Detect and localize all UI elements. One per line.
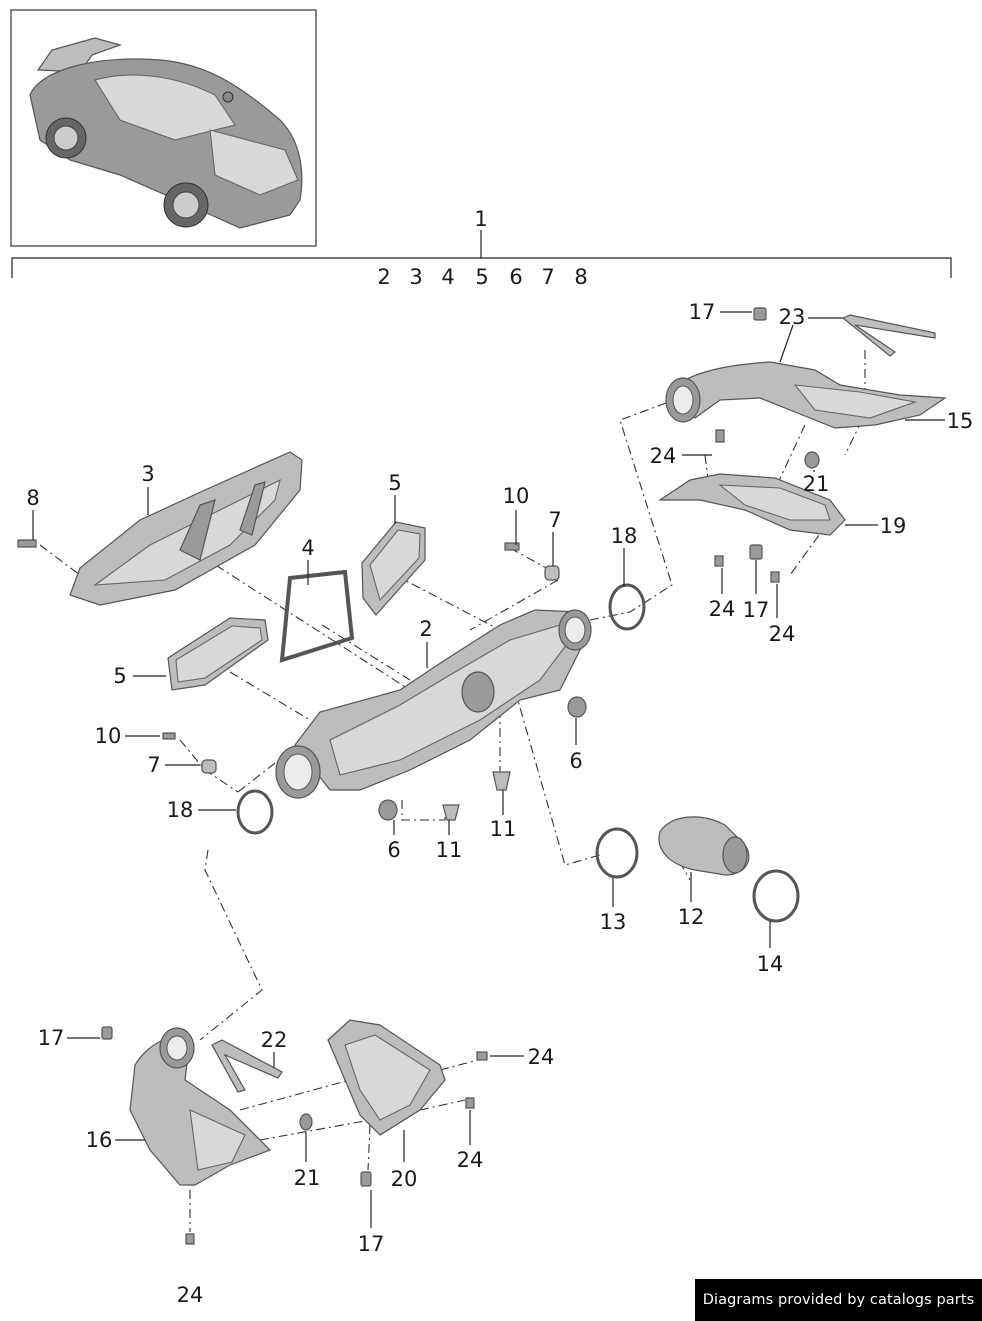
callout: 4 <box>301 536 314 560</box>
callout: 17 <box>689 300 716 324</box>
filter-housing-lower <box>275 609 592 799</box>
hardware-screw <box>185 1233 195 1245</box>
callout: 10 <box>503 484 530 508</box>
subassembly-number: 7 <box>541 265 554 289</box>
leader-lines <box>32 311 945 1228</box>
hardware-screw <box>476 1051 488 1061</box>
hose-clamp <box>236 789 274 835</box>
duct-shield-left <box>327 1019 446 1136</box>
hardware-screw <box>770 571 780 583</box>
hardware-screw <box>504 542 520 551</box>
hardware-screw <box>465 1097 475 1109</box>
callout: 21 <box>803 472 830 496</box>
air-filter-element <box>361 521 426 616</box>
rubber-mount <box>567 696 587 718</box>
intake-duct-left <box>129 1027 272 1186</box>
callout: 10 <box>95 724 122 748</box>
callout: 11 <box>436 838 463 862</box>
callout: 16 <box>86 1128 113 1152</box>
filter-seal-gasket <box>279 569 355 663</box>
credit-banner: Diagrams provided by catalogs parts <box>695 1279 982 1321</box>
callout: 17 <box>38 1026 65 1050</box>
callout: 19 <box>880 514 907 538</box>
callout: 20 <box>391 1167 418 1191</box>
filter-housing-cover <box>69 451 303 606</box>
subassembly-number: 5 <box>475 265 488 289</box>
hose-clamp <box>608 583 646 631</box>
hardware-screw <box>715 429 725 443</box>
callout: 13 <box>600 910 627 934</box>
intake-duct-hook <box>841 314 936 357</box>
intake-duct-right <box>665 361 947 429</box>
callout: 8 <box>26 486 39 510</box>
callout: 3 <box>141 462 154 486</box>
subassembly-number-list: 2 3 4 5 6 7 8 <box>377 265 587 289</box>
hardware-clip <box>749 544 763 560</box>
callout: 15 <box>947 409 974 433</box>
rubber-mount <box>378 799 398 821</box>
hardware-grommet <box>201 759 217 774</box>
intake-duct-hook <box>211 1039 283 1093</box>
callout: 5 <box>388 471 401 495</box>
callout: 22 <box>261 1028 288 1052</box>
hardware-grommet <box>544 565 560 581</box>
subassembly-number: 2 <box>377 265 390 289</box>
hose-clamp <box>595 827 639 879</box>
hardware-screw <box>714 555 724 567</box>
callout: 6 <box>569 749 582 773</box>
hose-clamp <box>752 869 800 923</box>
assembly-bracket <box>11 230 952 278</box>
callout: 6 <box>387 838 400 862</box>
callout: 11 <box>490 817 517 841</box>
callout: 24 <box>650 444 677 468</box>
callout: 21 <box>294 1166 321 1190</box>
hardware-nut <box>804 451 820 469</box>
callout: 2 <box>419 617 432 641</box>
duct-shield-right <box>658 473 846 536</box>
hardware-clip <box>101 1026 113 1040</box>
callout: 17 <box>358 1232 385 1256</box>
hardware-nut <box>299 1113 313 1131</box>
callout: 18 <box>167 798 194 822</box>
subassembly-number: 8 <box>574 265 587 289</box>
callout: 14 <box>757 952 784 976</box>
hardware-clip <box>753 307 767 321</box>
callout: 18 <box>611 524 638 548</box>
callout-main: 1 <box>474 207 487 231</box>
subassembly-number: 6 <box>509 265 522 289</box>
hardware-clip <box>360 1171 372 1187</box>
vehicle-thumbnail <box>10 9 317 247</box>
callout: 7 <box>147 753 160 777</box>
callout: 24 <box>709 597 736 621</box>
callout: 24 <box>528 1045 555 1069</box>
hardware-clip <box>492 771 511 791</box>
callout: 24 <box>177 1283 204 1307</box>
subassembly-number: 4 <box>441 265 454 289</box>
hardware-screw <box>162 732 176 740</box>
callout: 24 <box>769 622 796 646</box>
callout: 17 <box>743 598 770 622</box>
callout: 23 <box>779 305 806 329</box>
callout: 7 <box>548 508 561 532</box>
connector-hose <box>658 816 750 876</box>
hardware-screw <box>17 539 37 548</box>
subassembly-number: 3 <box>409 265 422 289</box>
air-filter-element <box>167 617 269 691</box>
callout: 12 <box>678 905 705 929</box>
callout: 5 <box>113 664 126 688</box>
hardware-clip <box>442 804 460 821</box>
callout: 24 <box>457 1148 484 1172</box>
